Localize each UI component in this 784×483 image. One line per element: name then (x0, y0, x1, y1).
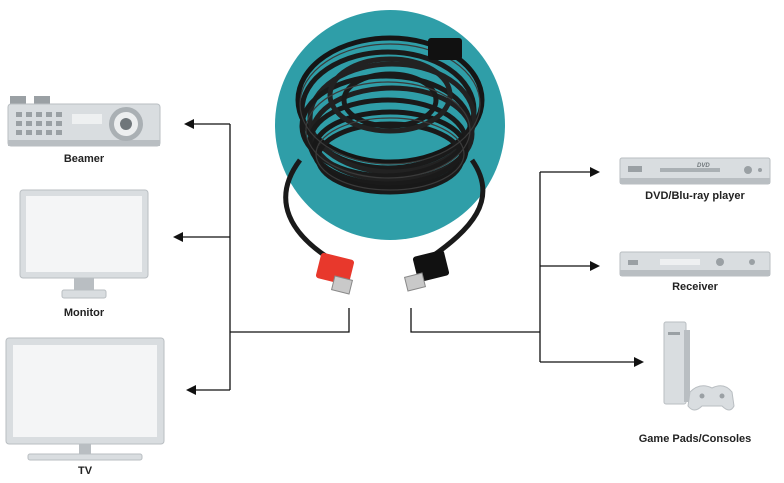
dvd-label: DVD/Blu-ray player (645, 190, 745, 202)
monitor-label: Monitor (63, 307, 105, 319)
black-connector-icon (403, 250, 450, 292)
receiver-icon (619, 251, 771, 277)
beamer-label: Beamer (63, 153, 105, 165)
game-console-icon (663, 321, 735, 411)
tv-icon (5, 337, 165, 461)
projector-icon (7, 96, 161, 147)
dvd-player-icon: DVD (619, 157, 771, 185)
receiver-label: Receiver (672, 281, 718, 293)
tv-label: TV (77, 465, 93, 477)
right-connection-lines (410, 167, 644, 367)
console-label: Game Pads/Consoles (638, 433, 752, 445)
monitor-icon (19, 189, 149, 299)
red-connector-icon (315, 252, 355, 295)
hdmi-cable-icon (275, 10, 505, 295)
left-connection-lines (173, 119, 350, 395)
dvd-badge: DVD (697, 163, 710, 169)
